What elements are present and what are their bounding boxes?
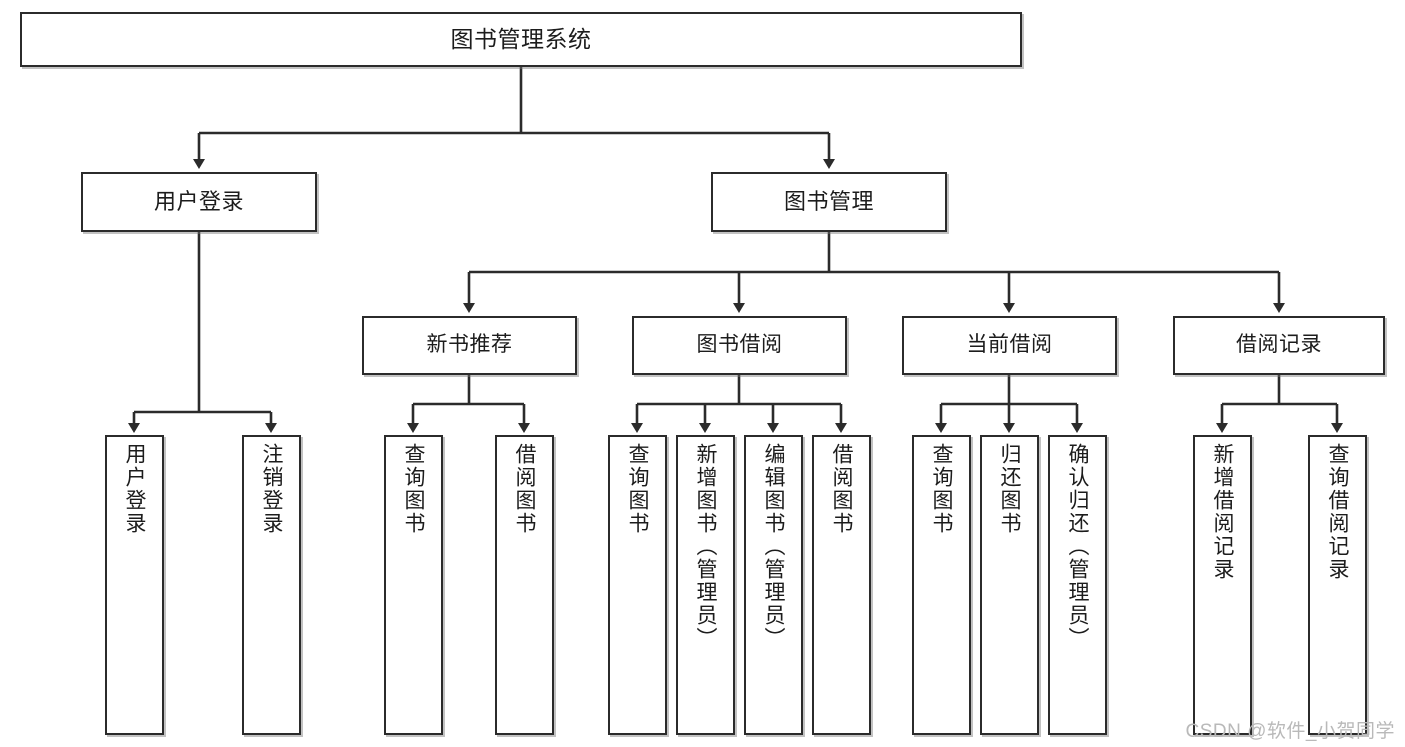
node-label: 查询借阅记录 (1326, 443, 1350, 581)
node-label: 查询图书 (930, 443, 954, 535)
node-label: 图书管理 (783, 189, 874, 215)
node-label: 归还图书 (998, 443, 1022, 535)
node-leaf-user-login[interactable]: 用户登录 (105, 435, 164, 735)
node-user-login[interactable]: 用户登录 (81, 172, 317, 232)
node-leaf-borrow-book[interactable]: 借阅图书 (812, 435, 871, 735)
node-leaf-confirm-return-admin[interactable]: 确认归还（管理员） (1048, 435, 1107, 735)
node-leaf-return-book[interactable]: 归还图书 (980, 435, 1039, 735)
node-label: 图书管理系统 (450, 25, 592, 52)
watermark-text: CSDN @软件_小贺同学 (1185, 721, 1395, 742)
node-new-book-recommend[interactable]: 新书推荐 (362, 316, 577, 375)
node-leaf-query-book-current[interactable]: 查询图书 (912, 435, 971, 735)
node-label: 查询图书 (626, 443, 650, 535)
node-leaf-query-book-borrow[interactable]: 查询图书 (608, 435, 667, 735)
node-label: 编辑图书（管理员） (762, 443, 786, 650)
node-label: 当前借阅 (966, 333, 1053, 357)
node-borrow-record[interactable]: 借阅记录 (1173, 316, 1385, 375)
node-label: 新增借阅记录 (1211, 443, 1235, 581)
node-label: 新书推荐 (426, 333, 513, 357)
node-leaf-borrow-book-recommend[interactable]: 借阅图书 (495, 435, 554, 735)
node-label: 用户登录 (153, 189, 244, 215)
node-book-management[interactable]: 图书管理 (711, 172, 947, 232)
node-leaf-query-book-recommend[interactable]: 查询图书 (384, 435, 443, 735)
node-leaf-add-borrow-record[interactable]: 新增借阅记录 (1193, 435, 1252, 735)
node-root-system[interactable]: 图书管理系统 (20, 12, 1022, 67)
node-label: 查询图书 (402, 443, 426, 535)
node-label: 借阅图书 (830, 443, 854, 535)
node-label: 图书借阅 (696, 333, 783, 357)
node-label: 新增图书（管理员） (694, 443, 718, 650)
node-label: 借阅图书 (513, 443, 537, 535)
node-leaf-query-borrow-record[interactable]: 查询借阅记录 (1308, 435, 1367, 735)
node-label: 借阅记录 (1236, 333, 1322, 357)
node-leaf-edit-book-admin[interactable]: 编辑图书（管理员） (744, 435, 803, 735)
node-label: 用户登录 (123, 443, 147, 535)
node-label: 确认归还（管理员） (1066, 443, 1090, 650)
node-leaf-logout[interactable]: 注销登录 (242, 435, 301, 735)
node-label: 注销登录 (260, 443, 284, 535)
node-book-borrow[interactable]: 图书借阅 (632, 316, 847, 375)
node-leaf-add-book-admin[interactable]: 新增图书（管理员） (676, 435, 735, 735)
node-current-borrow[interactable]: 当前借阅 (902, 316, 1117, 375)
